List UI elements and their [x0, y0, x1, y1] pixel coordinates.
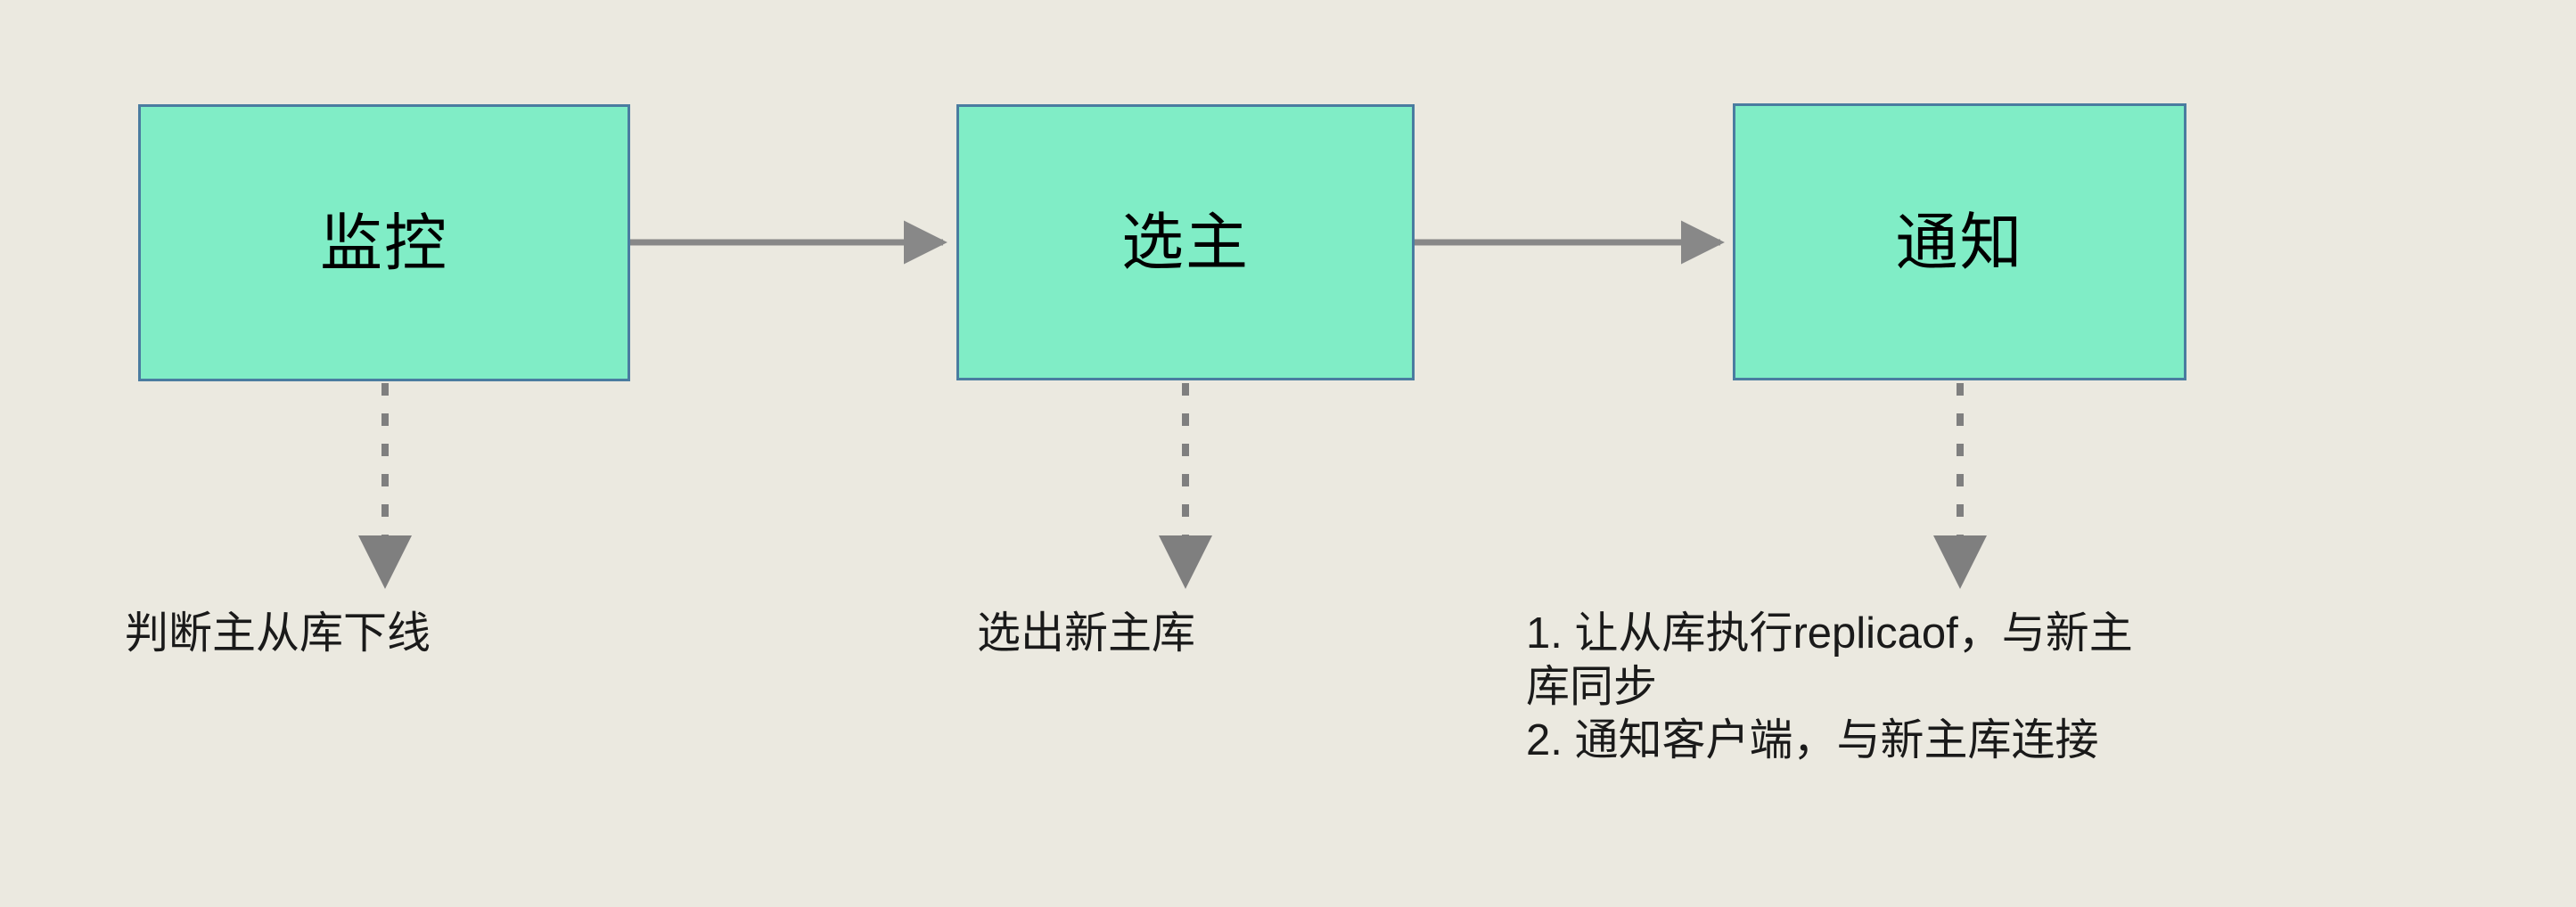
- node-elect[interactable]: 选主: [956, 104, 1415, 380]
- node-notify-label: 通知: [1895, 207, 2024, 277]
- caption-monitor: 判断主从库下线: [125, 609, 431, 658]
- caption-notify-line-3: 2. 通知客户端，与新主库连接: [1526, 715, 2099, 764]
- caption-notify-line-1: 1. 让从库执行replicaof，与新主: [1526, 609, 2133, 658]
- caption-elect: 选出新主库: [977, 609, 1196, 658]
- caption-notify: 1. 让从库执行replicaof，与新主 库同步 2. 通知客户端，与新主库连…: [1526, 608, 2533, 767]
- caption-notify-line-2: 库同步: [1526, 662, 1658, 711]
- node-notify[interactable]: 通知: [1733, 103, 2186, 380]
- node-elect-label: 选主: [1121, 208, 1250, 277]
- node-monitor-label: 监控: [320, 208, 448, 278]
- node-monitor[interactable]: 监控: [138, 104, 630, 381]
